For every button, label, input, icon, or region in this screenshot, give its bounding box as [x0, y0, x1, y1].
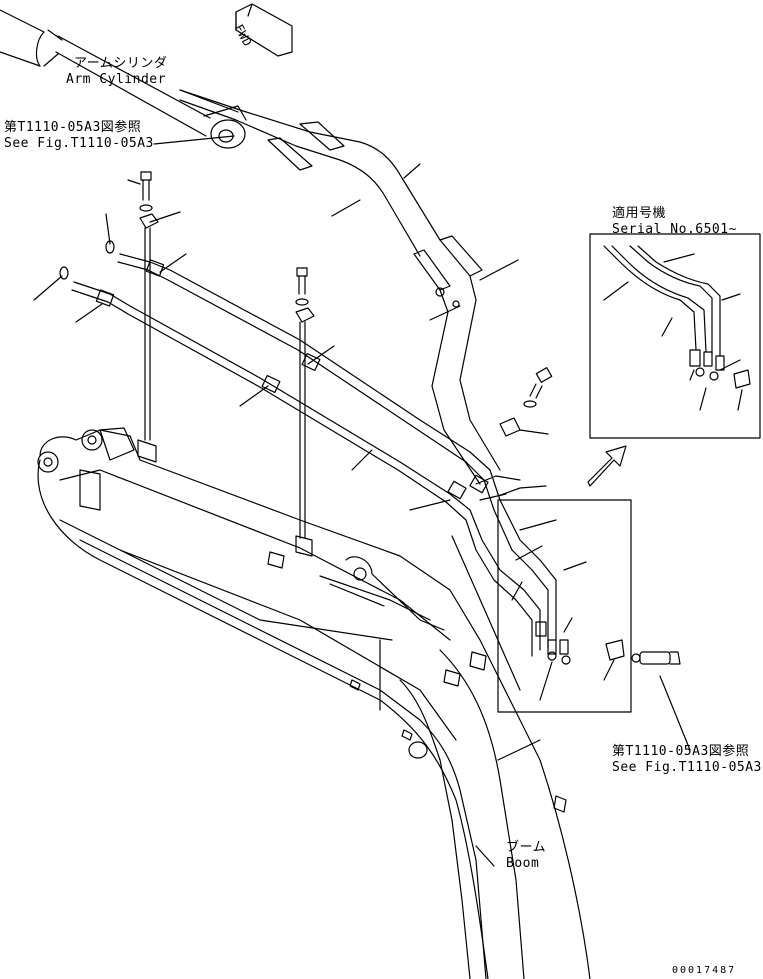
- detail-box-main: [497, 499, 632, 713]
- drawing-id: 00017487: [672, 965, 737, 976]
- bolts: [139, 171, 681, 665]
- fwd-arrow: [235, 3, 293, 57]
- figure-reference-bottom-jp: 第T1110-05A3図参照: [612, 744, 750, 759]
- upper-hoses: [179, 89, 501, 485]
- boom-body: [37, 427, 591, 979]
- boom-label-en: Boom: [506, 856, 540, 871]
- inset-arrow: [587, 445, 627, 487]
- leader-lines: [33, 89, 743, 867]
- boom-end-hoses: [445, 451, 625, 665]
- figure-reference-bottom-en: See Fig.T1110-05A3: [612, 760, 762, 775]
- boom-pipes: [59, 240, 471, 503]
- figure-reference-top-jp: 第T1110-05A3図参照: [4, 120, 142, 135]
- figure-reference-top-en: See Fig.T1110-05A3: [4, 136, 154, 151]
- serial-applicable-label-jp: 適用号機: [612, 206, 667, 221]
- boom-label-jp: ブーム: [506, 840, 547, 855]
- arm-cylinder-label-en: Arm Cylinder: [66, 72, 166, 87]
- serial-detail-inset: [589, 233, 761, 439]
- serial-applicable-label-en: Serial No.6501~: [612, 222, 737, 237]
- arm-cylinder-label-jp: アームシリンダ: [74, 56, 168, 71]
